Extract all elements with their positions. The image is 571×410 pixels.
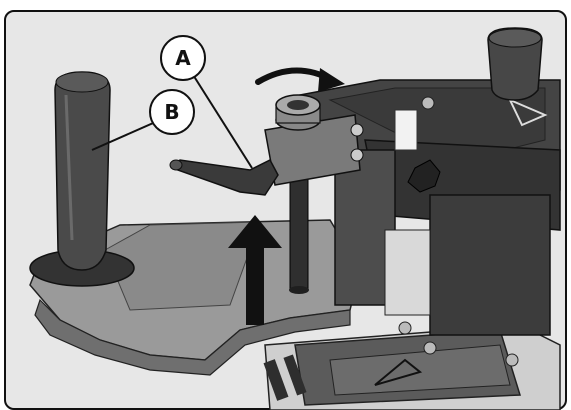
callout-a: A bbox=[160, 35, 206, 81]
lower-housing bbox=[263, 324, 561, 410]
rotation-arrow-icon bbox=[255, 67, 345, 92]
clamp-collar bbox=[264, 94, 364, 186]
side-handle bbox=[29, 71, 135, 287]
upward-arrow-icon bbox=[228, 215, 282, 325]
callout-b-label: B bbox=[164, 100, 179, 124]
triangle-marker-icon bbox=[374, 358, 423, 386]
clamping-lever bbox=[169, 159, 279, 196]
motor-body bbox=[334, 96, 551, 367]
top-plate bbox=[299, 79, 561, 231]
callout-b: B bbox=[149, 89, 195, 135]
top-knob bbox=[487, 27, 543, 101]
callout-leaders bbox=[91, 69, 253, 169]
triangle-marker-icon bbox=[507, 98, 548, 127]
callout-a-label: A bbox=[175, 46, 191, 70]
column-post bbox=[289, 174, 309, 294]
